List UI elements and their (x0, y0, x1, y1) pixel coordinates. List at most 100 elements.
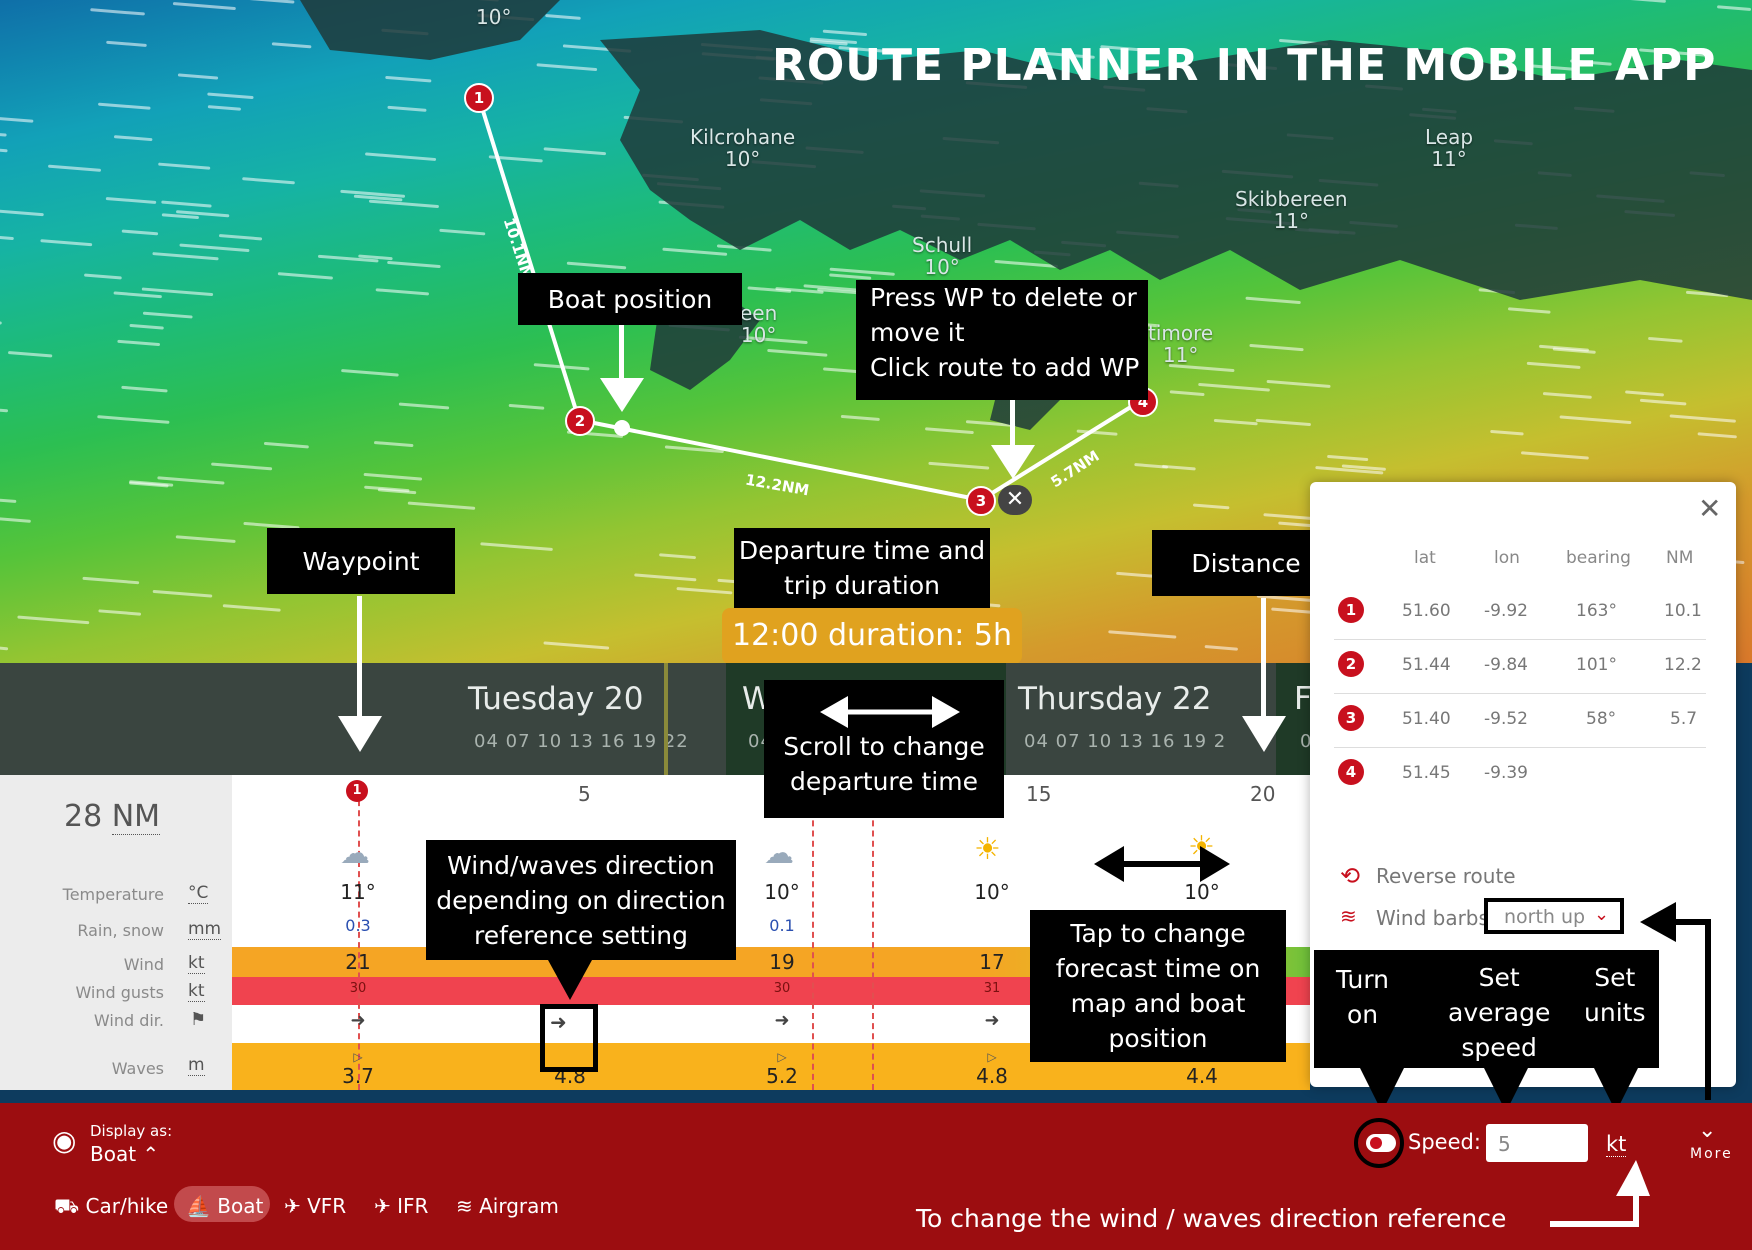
waves-col-3[interactable]: 5.2 (766, 1064, 798, 1088)
wind-streak (1630, 0, 1666, 3)
wind-barbs-select[interactable]: north up ⌄ (1484, 898, 1624, 934)
lon-4[interactable]: -9.39 (1484, 763, 1528, 783)
route-lines[interactable] (0, 0, 1752, 663)
unit-temperature[interactable]: °C (188, 883, 209, 904)
wind-col-4[interactable]: 17 (979, 950, 1005, 974)
mode-car-hike[interactable]: ⛟ Car/hike (54, 1194, 169, 1218)
panel-wp-1[interactable]: 1 (1338, 597, 1364, 623)
mode-ifr[interactable]: ✈ IFR (374, 1194, 429, 1218)
wind-streak (375, 288, 429, 296)
divider (1334, 693, 1706, 694)
mode-boat[interactable]: ⛵ Boat (186, 1194, 264, 1218)
waypoint-2[interactable]: 2 (565, 406, 595, 436)
speed-unit[interactable]: kt (1606, 1132, 1627, 1157)
unit-rain[interactable]: mm (188, 919, 222, 940)
waves-col-1[interactable]: 3.7 (342, 1064, 374, 1088)
wind-streak (664, 445, 724, 453)
more-button[interactable]: More (1690, 1146, 1733, 1162)
wind-streak (152, 252, 219, 261)
gust-col-4[interactable]: 31 (983, 981, 1001, 996)
panel-wp-3[interactable]: 3 (1338, 705, 1364, 731)
route-toggle[interactable] (1366, 1134, 1396, 1152)
lon-1[interactable]: -9.92 (1484, 601, 1528, 621)
rain-col-3[interactable]: 0.1 (769, 916, 795, 935)
wind-col-1[interactable]: 21 (345, 950, 371, 974)
wind-streak (767, 349, 828, 357)
wind-streak (965, 420, 1017, 428)
waves-col-4[interactable]: 4.8 (976, 1064, 1008, 1088)
waves-col-5[interactable]: 4.4 (1186, 1064, 1218, 1088)
mode-boat-pill[interactable] (174, 1186, 270, 1222)
wind-streak (40, 239, 93, 247)
unit-gusts[interactable]: kt (188, 981, 205, 1002)
temp-col-4[interactable]: 10° (974, 880, 1010, 904)
lat-1[interactable]: 51.60 (1402, 601, 1451, 621)
distance-unit[interactable]: NM (111, 799, 161, 835)
wind-streak (211, 462, 273, 471)
unit-waves[interactable]: m (188, 1055, 205, 1076)
day-thursday[interactable]: Thursday 22 (1018, 681, 1212, 717)
delete-waypoint-icon[interactable]: ✕ (998, 485, 1032, 515)
temp-col-1[interactable]: 11° (340, 880, 376, 904)
hours-friday[interactable]: 0 (1300, 731, 1313, 752)
hours-thursday[interactable]: 04 07 10 13 16 19 2 (1024, 731, 1227, 752)
day-friday[interactable]: F (1294, 681, 1312, 717)
wind-streak (353, 194, 403, 202)
wind-col-3[interactable]: 19 (769, 950, 795, 974)
lat-3[interactable]: 51.40 (1402, 709, 1451, 729)
wind-streak (177, 73, 219, 80)
bearing-1: 163° (1576, 601, 1617, 621)
wind-streak (179, 243, 250, 252)
arrowhead-icon (991, 445, 1035, 479)
rain-col-1[interactable]: 0.3 (345, 916, 371, 935)
mode-vfr[interactable]: ✈ VFR (284, 1194, 347, 1218)
row-label-temperature: Temperature (62, 885, 164, 904)
table-waypoint-1[interactable]: 1 (346, 780, 368, 802)
unit-wind[interactable]: kt (188, 953, 205, 974)
waypoint-3[interactable]: 3 (966, 486, 996, 516)
wind-streak (1648, 337, 1683, 343)
wind-streak (662, 247, 728, 256)
panel-wp-2[interactable]: 2 (1338, 651, 1364, 677)
reverse-icon[interactable]: ⟲ (1340, 862, 1361, 890)
wind-streak (0, 517, 31, 523)
panel-wp-4[interactable]: 4 (1338, 759, 1364, 785)
wind-streak (398, 402, 450, 410)
wind-streak (90, 8, 145, 16)
lat-4[interactable]: 51.45 (1402, 763, 1451, 783)
timeline-bar[interactable]: Tuesday 20 04 07 10 13 16 19 22 W 04 Thu… (0, 663, 1313, 775)
day-tuesday[interactable]: Tuesday 20 (468, 681, 644, 717)
waypoint-1[interactable]: 1 (464, 83, 494, 113)
lat-2[interactable]: 51.44 (1402, 655, 1451, 675)
mode-airgram[interactable]: ≋ Airgram (456, 1194, 559, 1218)
speed-input[interactable]: 5 (1486, 1124, 1588, 1162)
lon-3[interactable]: -9.52 (1484, 709, 1528, 729)
departure-badge[interactable]: 12:00 duration: 5h (722, 608, 1022, 663)
close-icon[interactable]: ✕ (1698, 492, 1722, 525)
rain-cloud-icon: ☁ (764, 836, 794, 871)
gust-col-3[interactable]: 30 (773, 981, 791, 996)
lon-2[interactable]: -9.84 (1484, 655, 1528, 675)
temp-col-5[interactable]: 10° (1184, 880, 1220, 904)
wind-streak (129, 480, 174, 487)
arrow-boat (619, 325, 624, 385)
flag-icon[interactable]: ⚑ (190, 1009, 207, 1030)
reverse-route-button[interactable]: Reverse route (1376, 864, 1516, 888)
wind-streak (0, 408, 8, 413)
wind-streak (98, 609, 142, 616)
wind-streak (1669, 414, 1736, 423)
wind-streak (1315, 466, 1384, 475)
more-chevron-icon[interactable]: ⌄ (1698, 1118, 1717, 1143)
wind-streak (1076, 429, 1118, 436)
nm-1: 10.1 (1664, 601, 1702, 621)
arrowhead-icon (1484, 1068, 1528, 1112)
marker-line-2 (812, 790, 816, 1090)
display-as-select[interactable]: Boat ⌃ (90, 1142, 160, 1166)
gust-col-1[interactable]: 30 (349, 981, 367, 996)
temp-col-3[interactable]: 10° (764, 880, 800, 904)
hours-tuesday[interactable]: 04 07 10 13 16 19 22 (474, 731, 689, 752)
